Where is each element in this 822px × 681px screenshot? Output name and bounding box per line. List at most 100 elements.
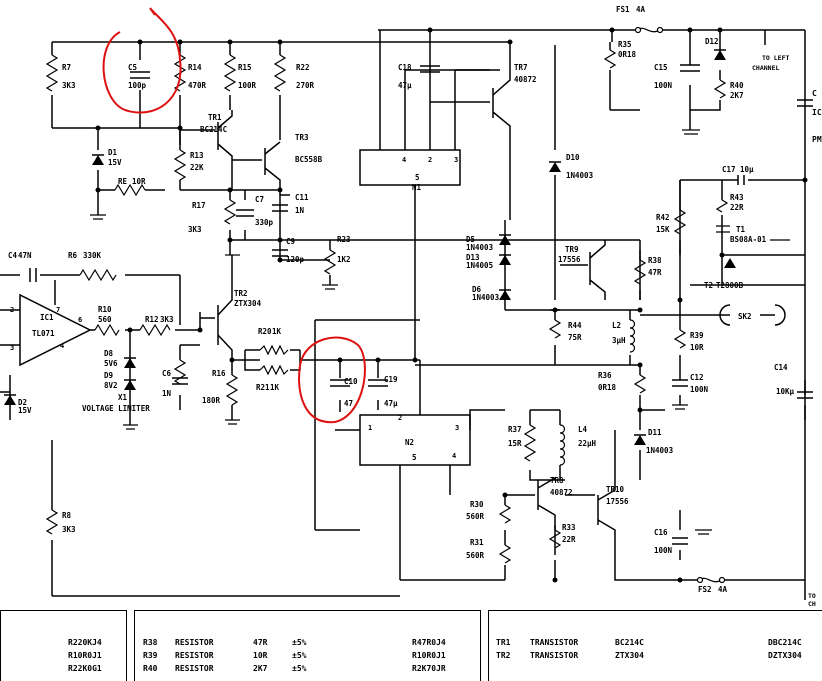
label-d2-value: 15V bbox=[18, 406, 32, 415]
col2-row-2-tol: ±5% bbox=[292, 651, 307, 660]
col3-row-2-type: TRANSISTOR bbox=[530, 651, 579, 660]
label-r21-value: 1K bbox=[270, 383, 280, 392]
parts-list-box-3 bbox=[488, 610, 822, 681]
label-c17-value: 10µ bbox=[740, 165, 754, 174]
label-c4-ref: C4 bbox=[8, 251, 18, 260]
col2-row-2-type: RESISTOR bbox=[175, 651, 214, 660]
label-r39-ref: R39 bbox=[690, 331, 704, 340]
col2-row-2-ref: R39 bbox=[143, 651, 158, 660]
label-d1-value: 15V bbox=[108, 158, 122, 167]
label-r43-ref: R43 bbox=[730, 193, 744, 202]
label-r40-ref: R40 bbox=[730, 81, 744, 90]
label-c19-ref: C19 bbox=[384, 375, 398, 384]
label-ic1-value: TL071 bbox=[32, 329, 55, 338]
label-tr8-value: 40872 bbox=[550, 488, 573, 497]
label-tr3-ref: TR3 bbox=[295, 133, 309, 142]
label-l2-ref: L2 bbox=[612, 321, 621, 330]
label-r30-value: 560R bbox=[466, 512, 485, 521]
label-tr7-value: 40872 bbox=[514, 75, 537, 84]
pin-n2-3: 4 bbox=[452, 452, 456, 460]
label-tr9-value: 17556 bbox=[558, 255, 581, 264]
label-r14-value: 470R bbox=[188, 81, 207, 90]
pin-ic1-2: 7 bbox=[56, 306, 60, 314]
label-l4-ref: L4 bbox=[578, 425, 588, 434]
label-tr9-ref: TR9 bbox=[565, 245, 579, 254]
label-d9-value: 8V2 bbox=[104, 381, 118, 390]
col2-row-1-tol: ±5% bbox=[292, 638, 307, 647]
col2-row-3-type: RESISTOR bbox=[175, 664, 214, 673]
label-d10-value: 1N4003 bbox=[566, 171, 594, 180]
label-right-cut-c: C bbox=[812, 89, 817, 98]
label-r12-ref: R12 bbox=[145, 315, 159, 324]
label-d5-value: 1N4003 bbox=[466, 243, 494, 252]
resistors bbox=[45, 49, 729, 564]
label-r22-ref: R22 bbox=[296, 63, 310, 72]
label-c4-value: 47N bbox=[18, 251, 32, 260]
label-c15-ref: C15 bbox=[654, 63, 668, 72]
label-l4-value: 22µH bbox=[578, 439, 597, 448]
label-r13-ref: R13 bbox=[190, 151, 204, 160]
capacitors bbox=[29, 64, 813, 545]
label-r6-value: 330K bbox=[83, 251, 102, 260]
label-r22-value: 270R bbox=[296, 81, 315, 90]
label-d2-ref: D2 bbox=[18, 398, 27, 407]
label-c6-ref: C6 bbox=[162, 369, 172, 378]
label-r42-value: 15K bbox=[656, 225, 670, 234]
label-r37-value: 15R bbox=[508, 439, 522, 448]
label-sk2-ref: SK2 bbox=[738, 312, 752, 321]
pin-n1-0: 4 bbox=[402, 156, 406, 164]
label-t1-ref: T1 bbox=[736, 225, 746, 234]
label-tr2-ref: TR2 bbox=[234, 289, 248, 298]
col3-row-2-value: ZTX304 bbox=[615, 651, 644, 660]
label-re-value: 10R bbox=[132, 177, 146, 186]
pin-n2-0: 1 bbox=[368, 424, 372, 432]
label-r10-value: 560 bbox=[98, 315, 112, 324]
label-tr10-value: 17556 bbox=[606, 497, 629, 506]
label-tr3-value: BC558B bbox=[295, 155, 323, 164]
label-c18-value: 47µ bbox=[398, 81, 412, 90]
col2-row-3-code: R2K70JR bbox=[412, 664, 446, 673]
label-n1-ref: N1 bbox=[412, 183, 422, 192]
label-r37-ref: R37 bbox=[508, 425, 522, 434]
label-c10-value: 47 bbox=[344, 399, 353, 408]
label-c16-value: 100N bbox=[654, 546, 673, 555]
label-r8-ref: R8 bbox=[62, 511, 72, 520]
col2-row-2-code: R10R0J1 bbox=[412, 651, 446, 660]
label-d13-value: 1N4005 bbox=[466, 261, 493, 270]
label-d10-ref: D10 bbox=[566, 153, 580, 162]
highlight-c10 bbox=[298, 336, 366, 424]
label-r36-value: 0R18 bbox=[598, 383, 617, 392]
label-x1-value: VOLTAGE LIMITER bbox=[82, 404, 150, 413]
pin-n2-2: 3 bbox=[455, 424, 459, 432]
pin-ic1-0: 2 bbox=[10, 306, 14, 314]
label-r39-value: 10R bbox=[690, 343, 704, 352]
label-n2-ref: N2 bbox=[405, 438, 414, 447]
col2-row-2-value: 10R bbox=[253, 651, 268, 660]
label-right-cut-pm: PM bbox=[812, 135, 822, 144]
label-c11-value: 1N bbox=[295, 206, 305, 215]
label-r33-ref: R33 bbox=[562, 523, 576, 532]
col2-row-1-type: RESISTOR bbox=[175, 638, 214, 647]
label-d12-ref: D12 bbox=[705, 37, 719, 46]
label-c14-ref: C14 bbox=[774, 363, 788, 372]
label-t2-value: T2800B bbox=[716, 281, 744, 290]
label-r44-ref: R44 bbox=[568, 321, 582, 330]
highlight-c5 bbox=[102, 7, 182, 114]
col1-row-3: R22K0G1 bbox=[68, 664, 102, 673]
label-r30-ref: R30 bbox=[470, 500, 484, 509]
junction-dots bbox=[95, 27, 808, 583]
label-c5-value: 100p bbox=[128, 81, 147, 90]
label-fs1-value: 4A bbox=[636, 5, 646, 14]
label-r17-value: 3K3 bbox=[188, 225, 202, 234]
label-r10-ref: R10 bbox=[98, 305, 112, 314]
label-c5-ref: C5 bbox=[128, 63, 137, 72]
label-fs2-ref: FS2 bbox=[698, 585, 712, 594]
label-c9-value: 120p bbox=[286, 255, 305, 264]
label-r15-value: 100R bbox=[238, 81, 257, 90]
label-d6-value: 1N4003 bbox=[472, 293, 500, 302]
t1-symbol bbox=[716, 225, 730, 233]
col3-row-2-code: DZTX304 bbox=[768, 651, 802, 660]
col3-row-1-type: TRANSISTOR bbox=[530, 638, 579, 647]
label-r35-value: 0R18 bbox=[618, 50, 637, 59]
label-r16-ref: R16 bbox=[212, 369, 226, 378]
